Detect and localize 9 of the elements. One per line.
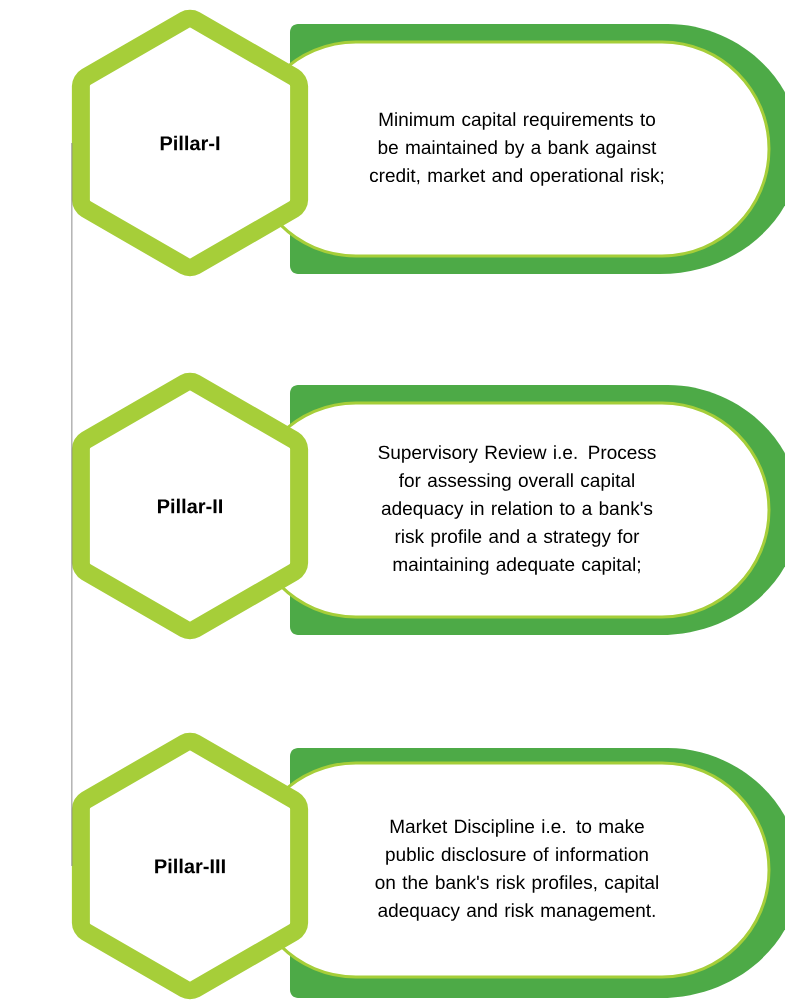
node-label: Pillar-III bbox=[155, 858, 225, 874]
hexagon: Pillar-II bbox=[71, 372, 309, 640]
hexagon: Pillar-III bbox=[71, 732, 309, 1000]
pill-box: Market Discipline i.e. to make public disclosure of information on the bank's risk profiles, capital adequacy and risk management. bbox=[247, 748, 785, 998]
pill-box: Supervisory Review i.e. Process for assessing overall capital adequacy in relation to a bank's risk profile and a strategy for maintaining adequate capital; bbox=[247, 385, 785, 635]
connector-line bbox=[71, 505, 73, 867]
connector-line bbox=[71, 142, 73, 507]
pill-box: Minimum capital requirements to be maintained by a bank against credit, market and operational risk; bbox=[247, 24, 785, 274]
hexagon: Pillar-I bbox=[71, 9, 309, 277]
